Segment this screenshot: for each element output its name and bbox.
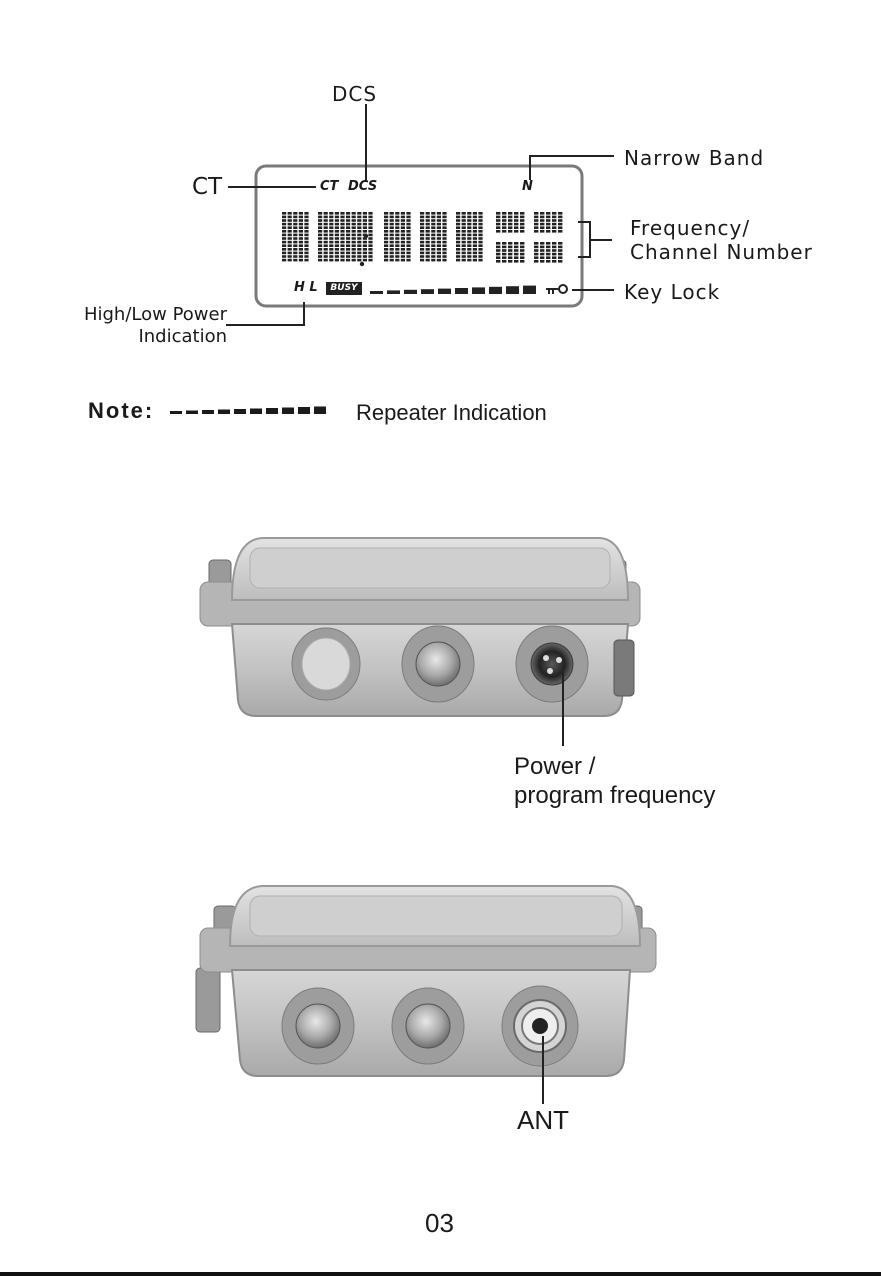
page-bottom-rule [0, 1272, 881, 1276]
page-number: 03 [425, 1208, 454, 1239]
antenna-caption: ANT [517, 1106, 569, 1135]
antenna-connector [514, 1000, 566, 1052]
device-back-image [0, 0, 881, 1140]
